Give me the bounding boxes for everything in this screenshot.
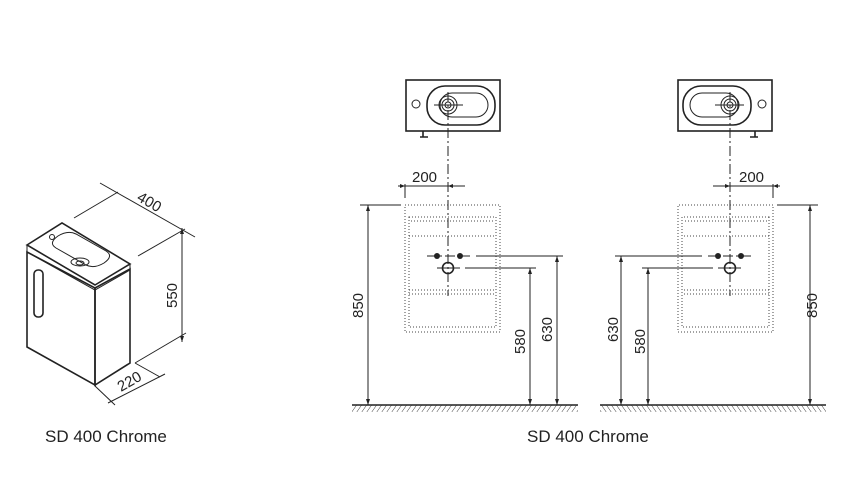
right-total-height: 850 [804, 293, 821, 318]
width-dimension: 400 [134, 189, 164, 216]
front-view-right [599, 79, 827, 413]
caption-isometric: SD 400 Chrome [45, 427, 167, 446]
right-offset-dimension: 200 [739, 169, 764, 186]
front-view-left [351, 79, 579, 413]
left-supply-height: 630 [539, 317, 556, 342]
left-total-height: 850 [350, 293, 367, 318]
left-offset-dimension: 200 [412, 169, 437, 186]
isometric-cabinet: 400 550 220 [25, 182, 196, 406]
depth-dimension: 220 [115, 368, 145, 395]
right-drain-height: 580 [632, 329, 649, 354]
caption-front-views: SD 400 Chrome [527, 427, 649, 446]
height-dimension: 550 [164, 283, 181, 308]
left-drain-height: 580 [512, 329, 529, 354]
right-supply-height: 630 [605, 317, 622, 342]
handle-icon [33, 269, 44, 318]
